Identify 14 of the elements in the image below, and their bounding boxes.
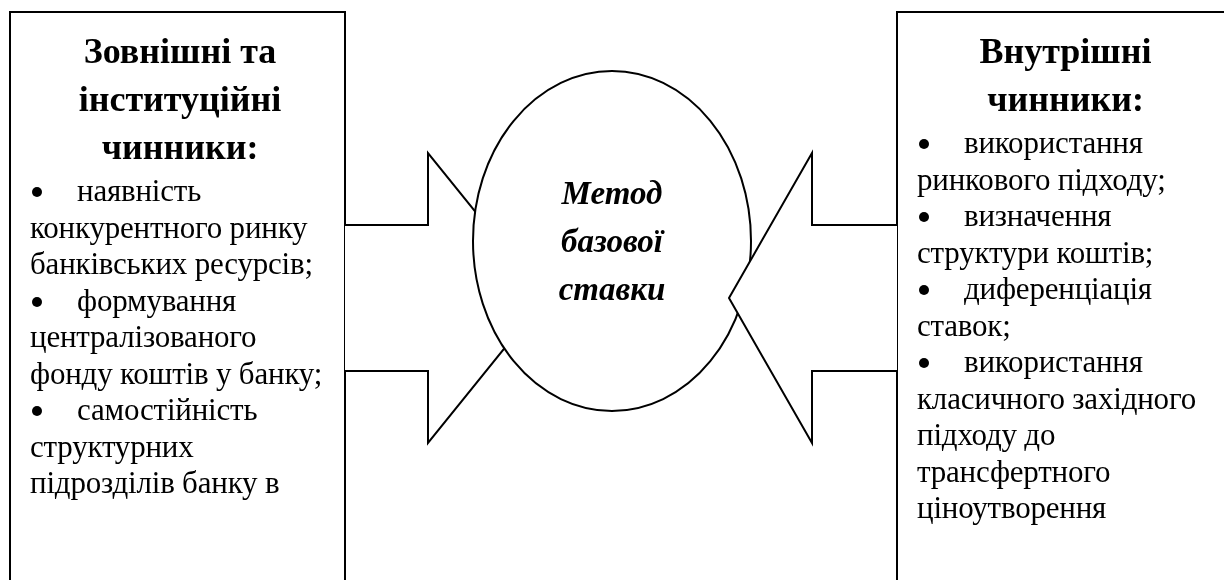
bullet-item: формування централізованого фонду коштів у банку; <box>30 282 330 392</box>
block-arrow <box>727 149 898 447</box>
bullet-item: визначення структури коштів; <box>917 198 1214 271</box>
bullet-item: самостійність структурних підрозділів банку в <box>30 392 330 502</box>
box-heading: Внутрішні чинники: <box>978 30 1153 121</box>
box-heading: Зовнішні та інституційні чинники: <box>77 30 283 169</box>
bullet-item: використання класичного західного підходу до трансфертного ціноутворення <box>917 344 1214 527</box>
bullet-item: використання ринкового підходу; <box>917 125 1214 198</box>
factor-box <box>9 11 346 580</box>
center-title: Метод базової ставки <box>557 174 667 309</box>
bullet-item: наявність конкурентного ринку банківських ресурсів; <box>30 173 330 283</box>
factor-box <box>896 11 1224 580</box>
bullet-item: диференціація ставок; <box>917 271 1214 344</box>
ellipse-node <box>472 70 752 412</box>
